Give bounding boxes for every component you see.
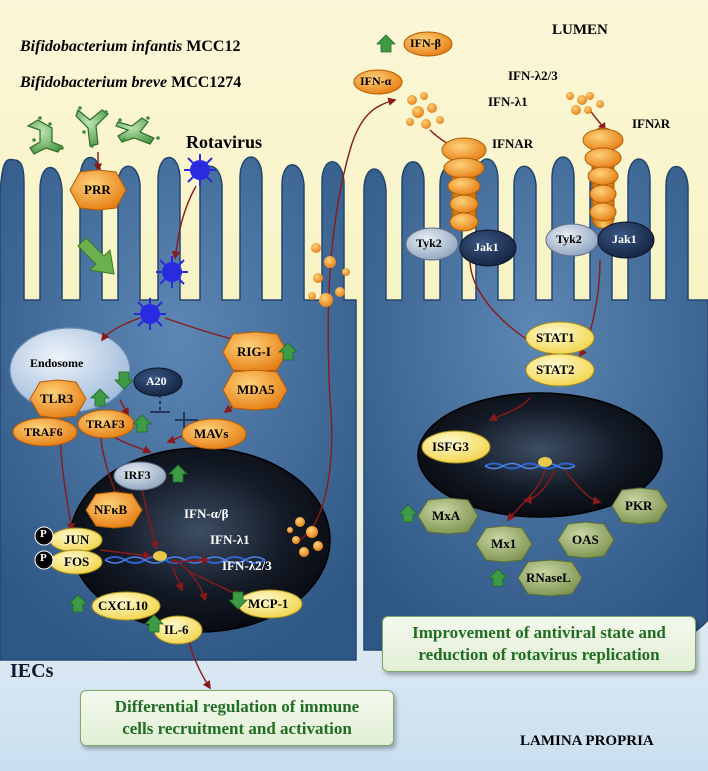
nfkb-shape [85,491,143,529]
a20-shape [133,367,183,397]
prr-label: PRR [84,182,111,197]
strain1-name: Bifidobacterium infantis [20,38,183,55]
antiviral-outcome-line2: reduction of rotavirus replication [418,645,660,664]
ifn-l1-label: IFN-λ1 [210,532,250,547]
rnasel-label: RNaseL [526,570,571,585]
jak1-left-label: Jak1 [474,240,499,254]
mx1-label: Mx1 [491,536,517,551]
tlr3-label: TLR3 [40,391,74,406]
ifnar-label: IFNAR [492,136,534,151]
nfkb-label: NFκB [94,502,128,517]
ifn-beta-shape [403,31,453,57]
tyk2-left-shape [405,227,459,261]
il6-label: IL-6 [164,622,189,637]
ifn-l23-right-label: IFN-λ2/3 [508,68,558,83]
endosome-label: Endosome [30,356,84,370]
jak1-right-label: Jak1 [612,232,637,246]
prr-shape [69,169,127,211]
rnasel-shape [517,559,583,597]
fos-label: FOS [64,554,90,569]
mavs-label: MAVs [194,426,229,441]
ifn-l23-label: IFN-λ2/3 [222,558,272,573]
cxcl10-shape [91,591,161,621]
jak1-left-shape [459,229,517,267]
stat1-label: STAT1 [536,330,575,345]
phospho-jun [34,526,54,546]
strain2-label: Bifidobacterium breve MCC1274 [20,74,241,92]
stat2-shape [525,353,595,387]
antiviral-outcome-box: Improvement of antiviral state and reduc… [382,616,696,672]
oas-shape [557,521,615,559]
antiviral-outcome-line1: Improvement of antiviral state and [412,623,666,642]
strain2-code: MCC1274 [171,74,242,91]
phospho-jun-label: P [40,528,47,540]
phospho-fos [34,550,54,570]
mxa-shape [417,497,479,535]
mda5-label: MDA5 [237,382,275,397]
mxa-label: MxA [432,508,461,523]
right-nucleus [417,392,663,518]
traf3-label: TRAF3 [86,417,125,431]
pkr-label: PKR [625,498,653,513]
ifnlr-receptor [582,127,624,229]
strain1-label: Bifidobacterium infantis MCC12 [20,38,240,56]
pkr-shape [611,487,669,525]
immune-outcome-line1: Differential regulation of immune [114,697,360,716]
bacteria-dots [32,106,160,150]
a20-label: A20 [146,374,167,388]
ifn-alpha-shape [353,69,403,95]
ifnar-receptor [441,137,487,232]
tlr3-shape [29,379,87,419]
stat2-label: STAT2 [536,362,575,377]
tyk2-left-label: Tyk2 [416,236,442,250]
isfg3-label: ISFG3 [432,439,469,454]
ifn-beta-label: IFN-β [410,36,441,50]
ifnlr-label: IFNλR [632,116,671,131]
oas-label: OAS [572,532,599,547]
ifn-beta-up-icon [376,34,396,53]
bacteria-cluster [26,108,155,155]
lumen-label: LUMEN [552,22,608,38]
strain2-name: Bifidobacterium breve [20,74,168,91]
ifn-alpha-label: IFN-α [360,74,392,88]
ifn-l1-right-label: IFN-λ1 [488,94,528,109]
right-dna-helix [484,462,576,470]
iecs-label: IECs [10,660,54,682]
jun-label: JUN [64,532,90,547]
mx1-shape [475,525,533,563]
immune-outcome-line2: cells recruitment and activation [122,719,352,738]
ifn-ab-label: IFN-α/β [184,506,229,521]
irf3-label: IRF3 [124,468,151,482]
isfg3-shape [421,430,491,464]
cxcl10-label: CXCL10 [98,598,148,613]
ifn-particles [287,92,604,557]
prr-activation-arrow [77,237,115,275]
right-polymerase [538,457,552,467]
rig-i-label: RIG-I [237,344,271,359]
jak1-right-shape [597,221,655,259]
immune-outcome-box: Differential regulation of immune cells … [80,690,394,746]
right-dna-strand [484,462,576,470]
strain1-code: MCC12 [186,38,241,55]
tyk2-right-label: Tyk2 [556,232,582,246]
left-dna-strand [104,556,266,564]
left-polymerase [153,551,167,561]
traf6-shape [12,417,78,447]
lamina-propria-label: LAMINA PROPRIA [520,733,654,749]
mda5-shape [222,369,288,411]
traf6-label: TRAF6 [24,425,63,439]
mcp1-label: MCP-1 [248,596,289,611]
phospho-fos-label: P [40,552,47,564]
mavs-shape [181,418,247,450]
rotavirus-label: Rotavirus [186,132,262,152]
irf3-shape [113,461,167,491]
